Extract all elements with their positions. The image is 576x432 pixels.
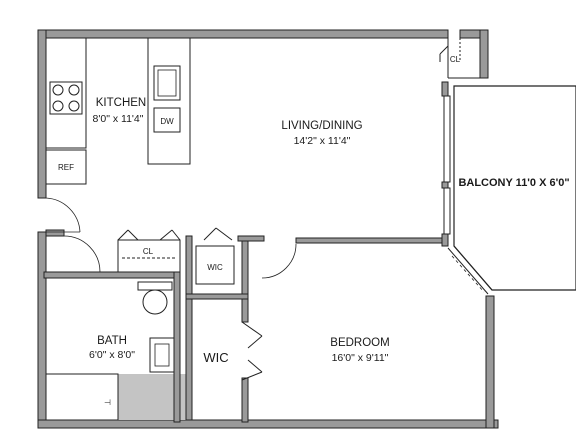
kitchen-label: KITCHEN (96, 97, 146, 109)
wic-small-label: WIC (207, 263, 223, 272)
burner-icon (52, 100, 64, 112)
bath-dims: 6'0" x 8'0" (89, 349, 135, 361)
small-wic-box (195, 245, 235, 285)
wic-doors (241, 321, 263, 381)
dishwasher (153, 107, 181, 133)
closet-top (439, 38, 488, 79)
burner-icon (68, 84, 80, 96)
wic-main-label: WIC (203, 350, 228, 365)
dishwasher-label: DW (160, 117, 174, 126)
closet-top-label: CL (450, 55, 461, 64)
toilet-bowl-icon (142, 289, 168, 315)
kitchen-counter-left (45, 37, 87, 149)
bath-vanity (149, 337, 175, 373)
tub-faucet-icon: ⊣ (104, 398, 111, 407)
small-wic-door (203, 227, 233, 241)
bedroom-label: BEDROOM (330, 337, 389, 349)
balcony-window-lower (443, 187, 451, 235)
bathtub (45, 373, 119, 421)
cooktop (49, 81, 83, 115)
balcony-window-upper (443, 95, 451, 183)
balcony-diagonal-wall (447, 247, 489, 295)
kitchen-dims: 8'0" x 11'4" (93, 113, 144, 125)
vanity-sink-icon (154, 343, 170, 367)
bedroom-door-swing (261, 243, 297, 279)
kitchen-sink (153, 65, 181, 101)
kitchen-island (147, 37, 191, 165)
closet-hall-label: CL (143, 247, 154, 256)
bath-door-swing (63, 235, 101, 273)
balcony-label: BALCONY 11'0 X 6'0" (458, 177, 569, 189)
closet-hall (117, 229, 181, 273)
refrigerator-label: REF (58, 163, 74, 172)
interior-walls (43, 81, 449, 423)
burner-icon (68, 100, 80, 112)
living-dining-label: LIVING/DINING (281, 120, 362, 132)
refrigerator (45, 149, 87, 185)
entry-door-swing (45, 197, 81, 233)
burner-icon (52, 84, 64, 96)
sink-basin-icon (157, 69, 177, 97)
balcony-outline (453, 85, 576, 291)
bath-label: BATH (97, 335, 127, 347)
living-dining-dims: 14'2" x 11'4" (294, 135, 351, 147)
bedroom-dims: 16'0" x 9'11" (332, 352, 389, 364)
